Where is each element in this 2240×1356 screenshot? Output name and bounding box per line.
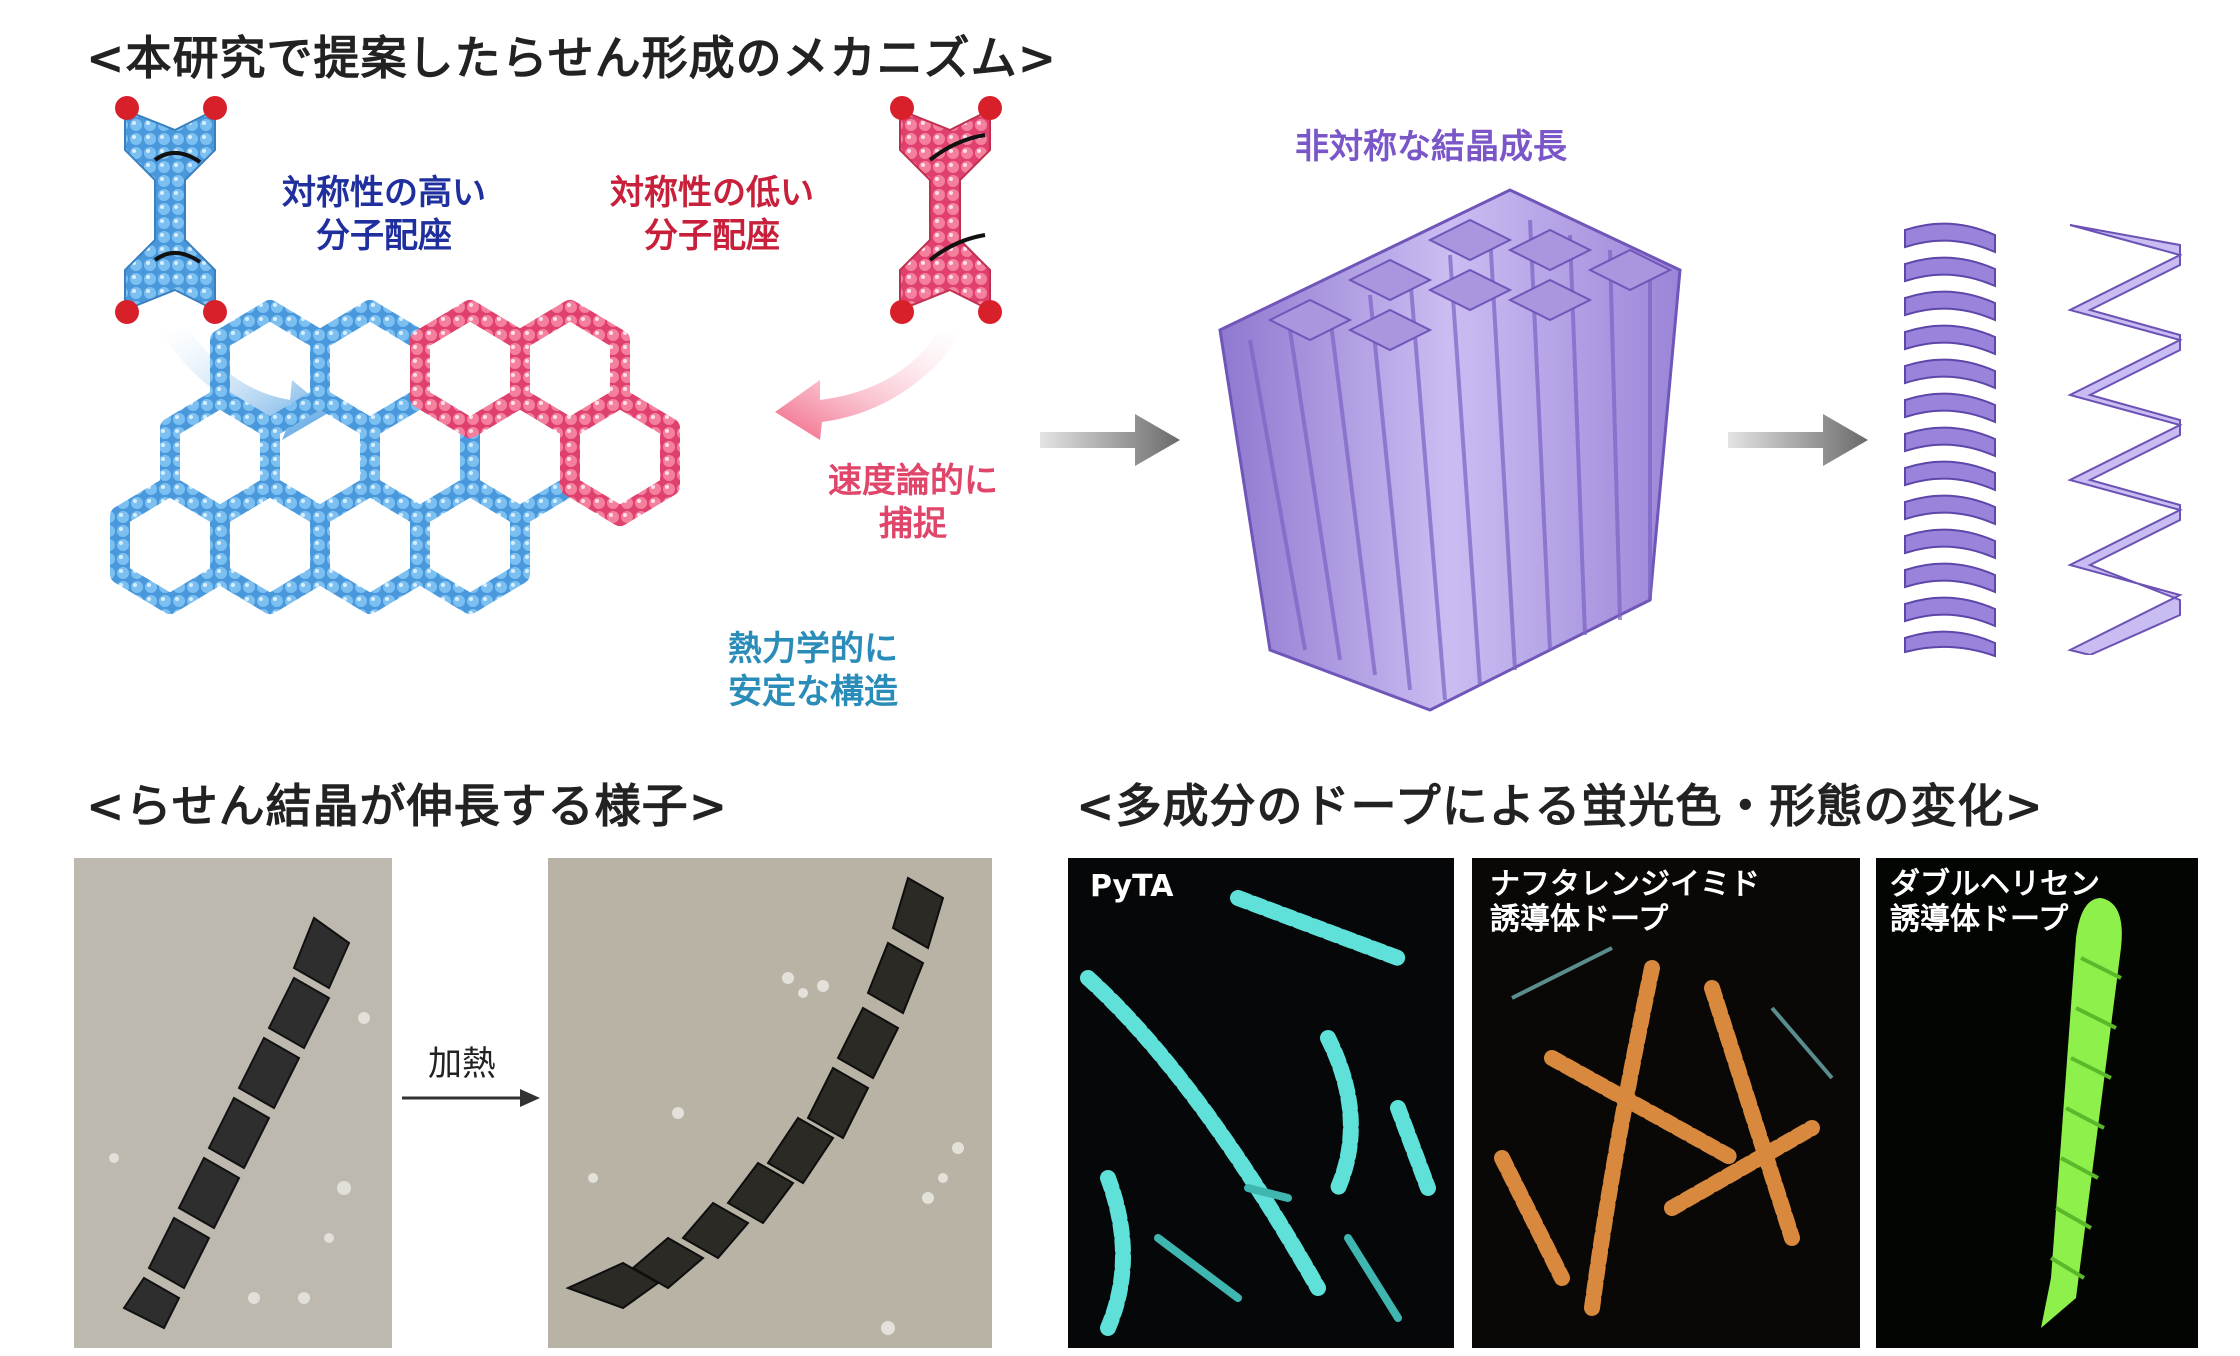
molecular-lattice-illustration [110, 96, 1002, 614]
fluorescence-photo-pyta [1068, 858, 1454, 1348]
label-kinetic-line2: 捕捉 [879, 503, 947, 544]
label-kinetic-line1: 速度論的に [828, 461, 998, 501]
helix-ribbon [1904, 222, 1996, 658]
panel-label-helicene: ダブルヘリセン 誘導体ドープ [1890, 867, 2100, 937]
label-kinetic-trap: 速度論的に 捕捉 [828, 460, 998, 545]
panel-label-ndi-line1: ナフタレンジイミド [1490, 867, 1760, 902]
pink-arrow [775, 330, 965, 440]
doping-section-title: <多成分のドープによる蛍光色・形態の変化> [1076, 779, 2044, 833]
label-high-line1: 対称性の高い [282, 173, 486, 213]
label-asymmetric-growth: 非対称な結晶成長 [1295, 127, 1567, 167]
label-high-line2: 分子配座 [316, 215, 452, 256]
label-low-symmetry: 対称性の低い 分子配座 [610, 172, 814, 257]
panel-label-helicene-line2: 誘導体ドープ [1890, 901, 2069, 937]
heating-label: 加熱 [428, 1044, 496, 1084]
panel-label-ndi: ナフタレンジイミド 誘導体ドープ [1490, 867, 1760, 937]
panel-label-ndi-line2: 誘導体ドープ [1490, 901, 1669, 937]
label-thermo-line2: 安定な構造 [728, 671, 898, 712]
pink-honeycomb-patch [410, 300, 680, 526]
label-high-symmetry: 対称性の高い 分子配座 [282, 172, 486, 257]
label-low-line2: 分子配座 [644, 215, 780, 256]
twisted-ribbon [2067, 224, 2183, 655]
panel-label-helicene-line1: ダブルヘリセン [1890, 867, 2100, 902]
mechanism-section-title: <本研究で提案したらせん形成のメカニズム> [86, 31, 1058, 85]
microscope-photo-before [74, 858, 392, 1348]
panel-label-pyta: PyTA [1090, 869, 1174, 905]
blue-molecule [115, 96, 227, 324]
label-low-line1: 対称性の低い [610, 173, 814, 213]
fluorescence-photo-helicene [1876, 858, 2198, 1348]
pink-molecule [890, 96, 1002, 324]
label-thermodynamic: 熱力学的に 安定な構造 [728, 628, 898, 713]
microscope-photo-after [548, 858, 992, 1348]
fluorescence-photo-ndi [1472, 858, 1860, 1348]
growth-section-title: <らせん結晶が伸長する様子> [86, 779, 729, 833]
label-thermo-line1: 熱力学的に [728, 629, 898, 669]
twisted-crystal-bundle [1218, 188, 1682, 712]
process-arrow-1 [1040, 414, 1180, 466]
process-arrow-2 [1728, 414, 1868, 466]
panel-label-pyta-line1: PyTA [1090, 869, 1174, 904]
heating-arrow [402, 1089, 540, 1107]
